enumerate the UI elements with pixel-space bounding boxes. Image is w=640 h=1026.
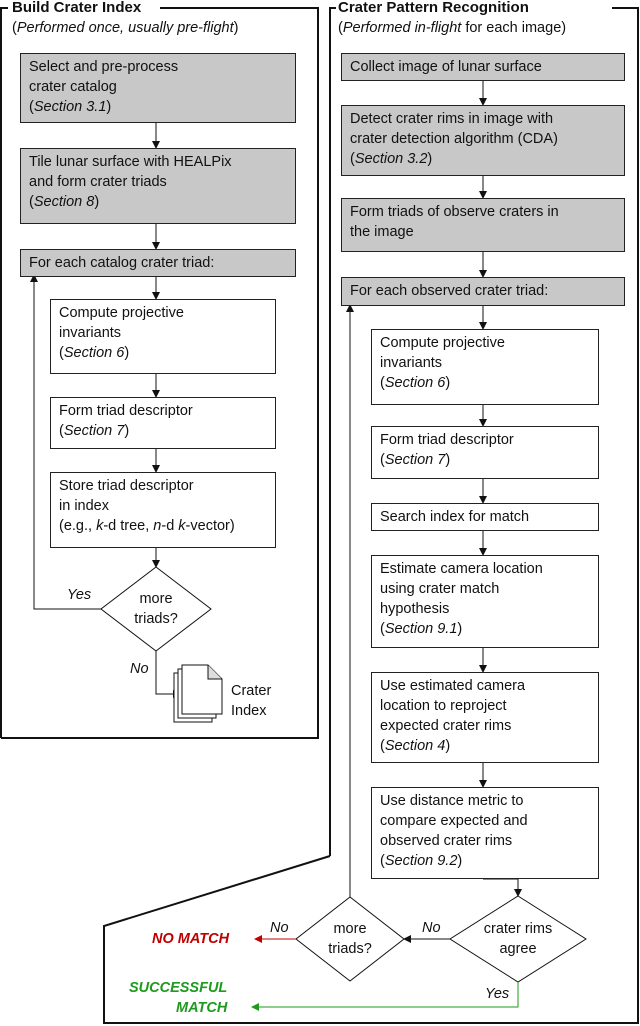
agree-yes-label: Yes (485, 986, 510, 1002)
right-form-descriptor-step: Form triad descriptor (Section 7) (371, 426, 599, 479)
left-no-label: No (130, 661, 149, 677)
crater-index-document-icon (173, 664, 223, 723)
right-compute-invariants-step: Compute projective invariants (Section 6… (371, 329, 599, 405)
compute-invariants-step: Compute projective invariants (Section 6… (50, 299, 276, 374)
section-ref: Section 9.1 (384, 621, 458, 637)
section-ref: Section 6 (384, 375, 446, 391)
search-index-step: Search index for match (371, 503, 599, 531)
left-panel-frame (0, 7, 319, 739)
right-more-triads-diamond (295, 896, 405, 982)
reproject-rims-step: Use estimated camera location to reproje… (371, 672, 599, 763)
successful-match-result: SUCCESSFUL MATCH (129, 980, 228, 1016)
store-descriptor-step: Store triad descriptor in index (e.g., k… (50, 472, 276, 548)
section-ref: Section 7 (384, 452, 446, 468)
right-more-triads-label: more triads? (328, 921, 372, 957)
tile-surface-step: Tile lunar surface with HEALPix and form… (20, 148, 296, 224)
detect-rims-step: Detect crater rims in image with crater … (341, 105, 625, 176)
section-ref: Section 9.2 (384, 853, 458, 869)
crater-index-label: Crater Index (231, 683, 272, 719)
estimate-location-step: Estimate camera location using crater ma… (371, 555, 599, 648)
left-decision-label: more triads? (134, 591, 178, 627)
left-panel-subtitle: (Performed once, usually pre-flight) (12, 20, 239, 36)
agree-no-label: No (422, 920, 441, 936)
left-panel-title: Build Crater Index (12, 0, 142, 16)
right-panel-frame (103, 7, 639, 1024)
section-ref: Section 6 (63, 345, 125, 361)
select-catalog-step: Select and pre-process crater catalog (S… (20, 53, 296, 123)
section-ref: Section 7 (63, 423, 125, 439)
distance-metric-step: Use distance metric to compare expected … (371, 787, 599, 879)
section-ref: Section 3.2 (354, 151, 428, 167)
left-decision-diamond (100, 566, 212, 652)
section-ref: Section 4 (384, 738, 446, 754)
right-panel-title: Crater Pattern Recognition (338, 0, 529, 16)
left-yes-label: Yes (67, 587, 92, 603)
agree-decision-label: crater rims agree (483, 921, 553, 957)
catalog-triad-loop-header: For each catalog crater triad: (20, 249, 296, 277)
form-observed-triads-step: Form triads of observe craters in the im… (341, 198, 625, 252)
form-descriptor-step: Form triad descriptor (Section 7) (50, 397, 276, 449)
right-panel-subtitle: (Performed in-flight for each image) (338, 20, 567, 36)
collect-image-step: Collect image of lunar surface (341, 53, 625, 81)
section-ref: Section 3.1 (33, 99, 107, 115)
more-triads-no-label: No (270, 920, 289, 936)
section-ref: Section 8 (33, 194, 95, 210)
observed-triad-loop-header: For each observed crater triad: (341, 277, 625, 306)
no-match-result: NO MATCH (152, 931, 230, 947)
